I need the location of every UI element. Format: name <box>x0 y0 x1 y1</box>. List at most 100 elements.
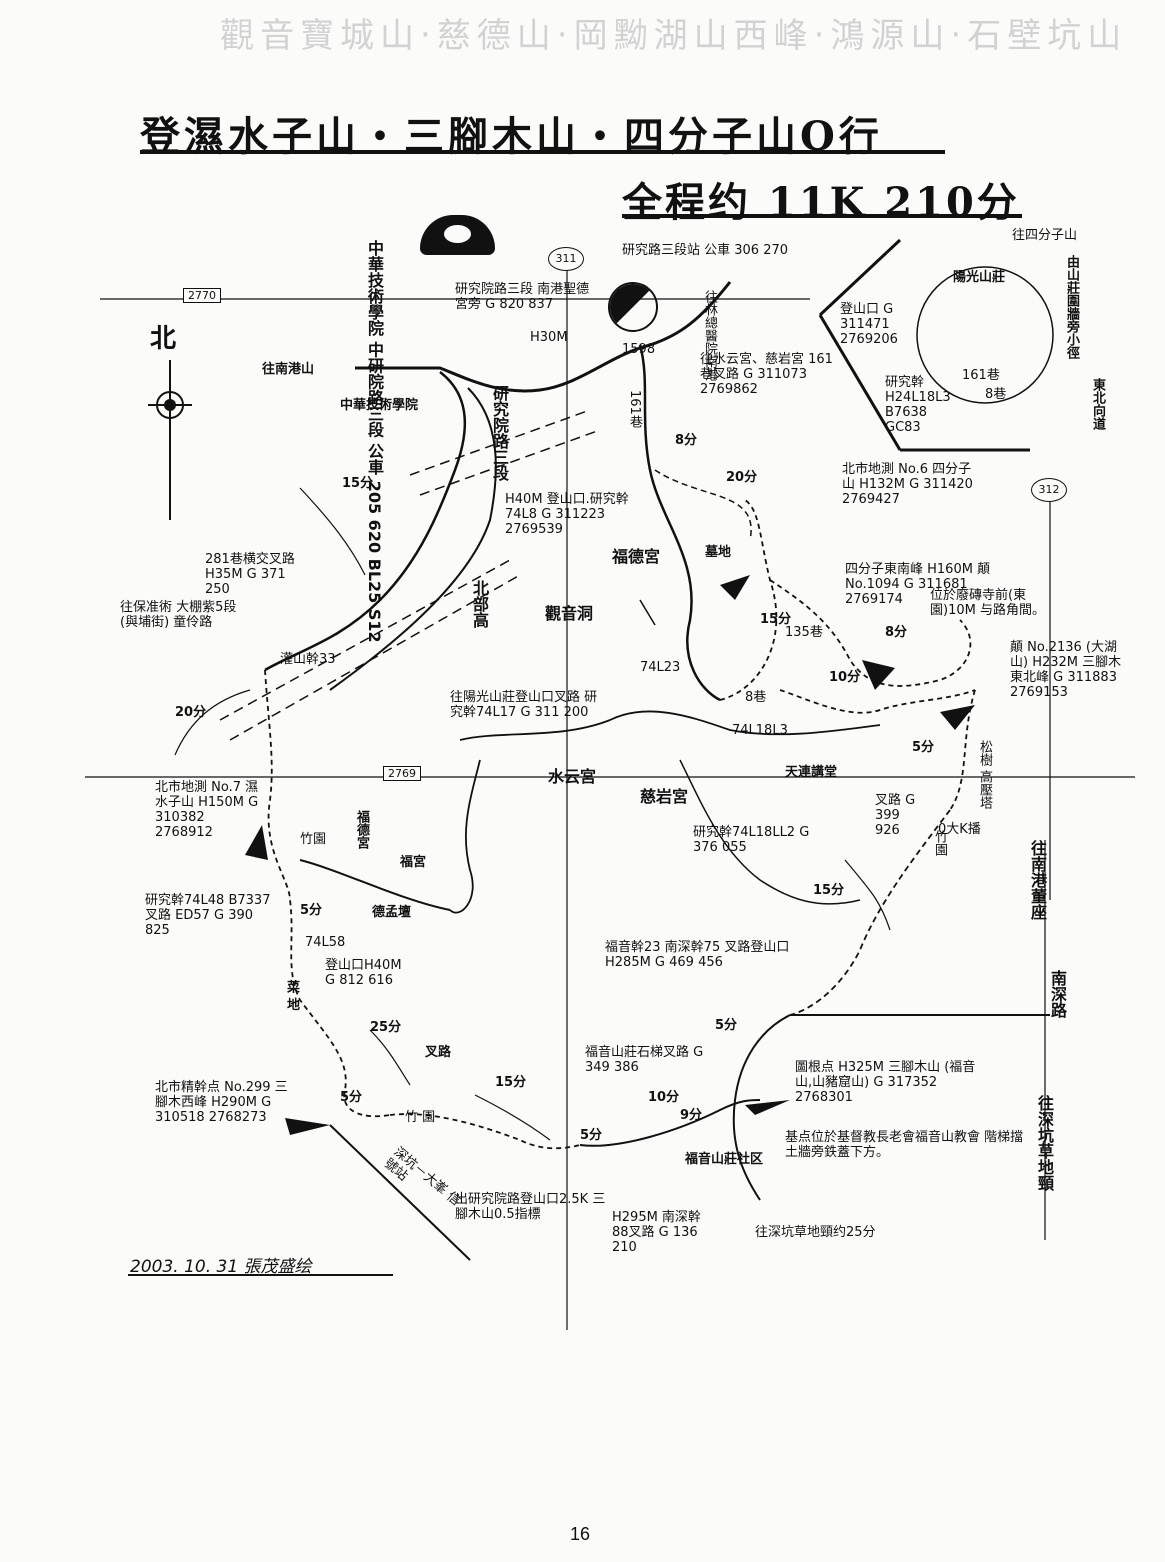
label-min8: 8分 <box>675 433 698 448</box>
label-fude-b: 福德宮 <box>354 810 369 849</box>
trail-sifen <box>719 499 778 701</box>
label-jungle: 福宮 <box>400 855 427 870</box>
label-bamboo-b: 竹園 <box>300 832 327 847</box>
label-yangguang-lane161: 161巷 <box>962 368 1000 383</box>
label-school: 中華技術學院 <box>340 398 419 413</box>
label-guanyin-cave: 觀音洞 <box>545 604 594 623</box>
peak-marker-sanjiaomu <box>745 1100 790 1115</box>
label-min5d: 5分 <box>340 1090 363 1105</box>
label-tianlian-hall: 天連講堂 <box>785 765 838 780</box>
label-fude-23: 福音幹23 南深幹75 叉路登山口 H285M G 469 456 <box>605 940 790 970</box>
label-fuyin-community: 福音山莊社区 <box>685 1152 764 1167</box>
label-to-bao: 往保准術 大棚紫5段 (與埔街) 童伶路 <box>120 600 237 630</box>
label-bamboo-c: 竹 園 <box>405 1110 436 1125</box>
label-shuiyun-temple: 水云宮 <box>548 767 597 786</box>
label-tou-chi: 灌山幹33 <box>280 652 336 667</box>
label-pine: 松樹 高壓塔 <box>977 740 992 810</box>
label-h30: H30M <box>530 330 568 345</box>
label-from-villa: 由山莊圍牆旁小徑 <box>1064 255 1079 359</box>
label-min15c: 15分 <box>813 883 845 898</box>
trail-shishui <box>264 669 391 1118</box>
label-bus-stop: 中華技術學院 中研院路三段 公車 205 620 BL25 S12 <box>365 240 384 643</box>
label-shishui-peak: 北市地測 No.7 濕水子山 H150M G 310382 2768912 <box>155 780 259 840</box>
label-j281: 281巷横交叉路 H35M G 371 250 <box>205 552 295 597</box>
label-bamboo-a: 竹園 <box>932 830 947 856</box>
label-jiatai-peak: 顛 No.2136 (大湖山) H232M 三腳木東北峰 G 311883 27… <box>1010 640 1122 700</box>
label-sanjiaomu-west: 北市精幹点 No.299 三腳木西峰 H290M G 310518 276827… <box>155 1080 288 1125</box>
label-min10a: 10分 <box>829 670 861 685</box>
ridge-line <box>329 1124 471 1261</box>
label-to-shenkeng-b: 往深坑草地頸 <box>1035 1095 1054 1191</box>
label-da-k: 0大K播 <box>938 822 981 837</box>
subtitle-underline <box>622 214 1022 218</box>
label-road-b: 北部高 <box>470 580 489 628</box>
label-min20b: 20分 <box>726 470 758 485</box>
label-min15a: 15分 <box>342 476 374 491</box>
page-number: 16 <box>570 1524 591 1544</box>
label-min5e: 5分 <box>580 1128 603 1143</box>
signature-underline <box>128 1274 393 1276</box>
label-min10b: 10分 <box>648 1090 680 1105</box>
label-to-nangang-bus: 往南港董座 <box>1028 840 1047 920</box>
label-yangguang-villa: 陽光山莊 <box>953 270 1006 285</box>
author-signature: 2003. 10. 31 張茂盛绘 <box>130 1257 312 1277</box>
label-yangguang-jct: 往陽光山莊登山口叉路 研究幹74L17 G 311 200 <box>450 690 598 720</box>
label-nanshen-road: 南深路 <box>1048 970 1067 1018</box>
label-t74l23: 74L23 <box>640 660 681 675</box>
station-marker-icon <box>420 215 495 255</box>
label-dezhi: 德孟壇 <box>372 905 412 920</box>
label-sifen-se-note: 位於廢磚寺前(東園)10M 与路角間。 <box>930 588 1045 618</box>
label-min9: 9分 <box>680 1108 703 1123</box>
grid-label-312: 312 <box>1031 478 1067 502</box>
grid-label-311: 311 <box>548 247 584 271</box>
lane-161 <box>638 344 721 702</box>
label-j74l48: 研究幹74L48 B7337叉路 ED57 G 390 825 <box>145 893 271 938</box>
peak-marker-sanjiaomu-w <box>285 1118 330 1135</box>
label-to-lin: 往林總醫院南港 <box>702 290 717 381</box>
label-min15b: 15分 <box>760 612 792 627</box>
trail-to-nanshen <box>789 809 951 1016</box>
label-exit-note: 出研究院路登山口2.5K 三腳木山0.5指標 <box>455 1192 606 1222</box>
label-nanshen-88: H295M 南深幹88叉路 G 136 210 <box>612 1210 701 1255</box>
label-trail-h40: H40M 登山口.研究幹74L8 G 311223 2769539 <box>505 492 629 537</box>
label-ciyan-temple: 慈岩宮 <box>640 787 689 806</box>
label-fuyi-temple: 福德宮 <box>612 547 661 566</box>
page-subtitle: 全程约 11K 210分 <box>622 179 1020 226</box>
label-t74l58: 74L58 <box>305 935 346 950</box>
label-research74l18ll2: 研究幹74L18LL2 G 376 055 <box>693 825 810 855</box>
label-min15d: 15分 <box>495 1075 527 1090</box>
label-fuyin-fork: 福音山莊石梯叉路 G 349 386 <box>585 1045 704 1075</box>
peak-marker-jiatai <box>940 705 975 730</box>
label-min5b: 5分 <box>300 903 323 918</box>
bleed-through-header: 觀音寶城山‧慈德山‧岡黝湖山西峰‧鴻源山‧石壁坑山 <box>220 16 1128 56</box>
label-min5a: 5分 <box>912 740 935 755</box>
label-min25: 25分 <box>370 1020 402 1035</box>
peak-marker-sifen <box>720 575 750 600</box>
label-sanjiaomu-peak: 圖根点 H325M 三腳木山 (福音山,山豬窟山) G 317352 27683… <box>795 1060 976 1105</box>
label-east-north: 東北向道 <box>1090 378 1105 430</box>
villa-inset-circle <box>916 266 1054 404</box>
peak-marker-sifen-se <box>862 660 895 690</box>
label-yangguang-lane8: 8巷 <box>985 387 1007 402</box>
label-to-shuiquan: 往水云宮、慈岩宮 161巷叉路 G 311073 2769862 <box>700 352 833 397</box>
label-to-sifen: 往四分子山 <box>1012 228 1078 243</box>
label-to-nangang: 往南港山 <box>262 362 315 377</box>
grid-label-2770: 2770 <box>183 288 221 303</box>
label-fuyu-jct: 研究院路三段 南港聖德宮旁 G 820 837 <box>455 282 590 312</box>
label-yangguang-branch: 研究幹 H24L18L3 B7638 GC83 <box>885 375 951 435</box>
label-cemetery: 墓地 <box>705 545 732 560</box>
label-fork-b: 叉路 <box>425 1045 452 1060</box>
label-min20a: 20分 <box>175 705 207 720</box>
label-lane135: 135巷 <box>785 625 823 640</box>
label-lane8: 8巷 <box>745 690 767 705</box>
label-t74l1813: 74L18L3 <box>732 723 788 738</box>
research-road-section <box>264 371 466 672</box>
label-vegetable: 菜 地 <box>284 980 299 1011</box>
label-lane161: 161巷 <box>627 390 642 428</box>
bus-stop-icon <box>608 282 658 332</box>
label-sifen-peak: 北市地測 No.6 四分子山 H132M G 311420 2769427 <box>842 462 973 507</box>
label-sifen-se-peak: 四分子東南峰 H160M 顛 No.1094 G 311681 2769174 <box>845 562 991 607</box>
title-underline <box>140 150 945 154</box>
